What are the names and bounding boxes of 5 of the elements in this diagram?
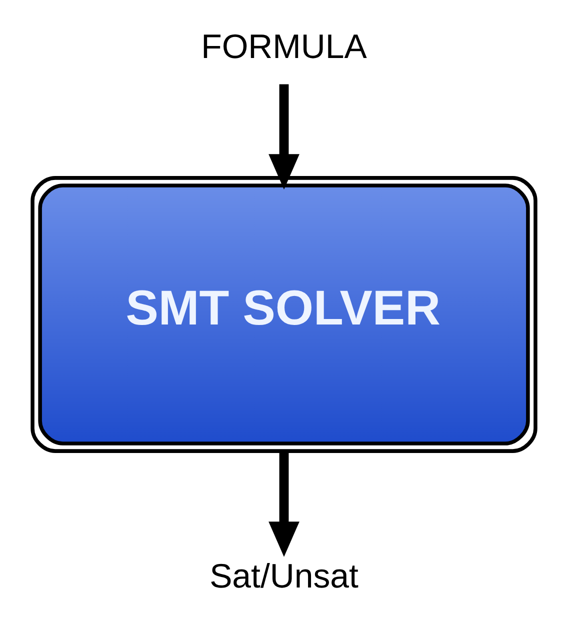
node-text: FORMULA bbox=[201, 28, 367, 66]
node-text: Sat/Unsat bbox=[210, 557, 358, 596]
arrow bbox=[268, 84, 300, 190]
node-box: SMT SOLVER bbox=[30, 176, 538, 453]
arrow bbox=[268, 451, 300, 557]
